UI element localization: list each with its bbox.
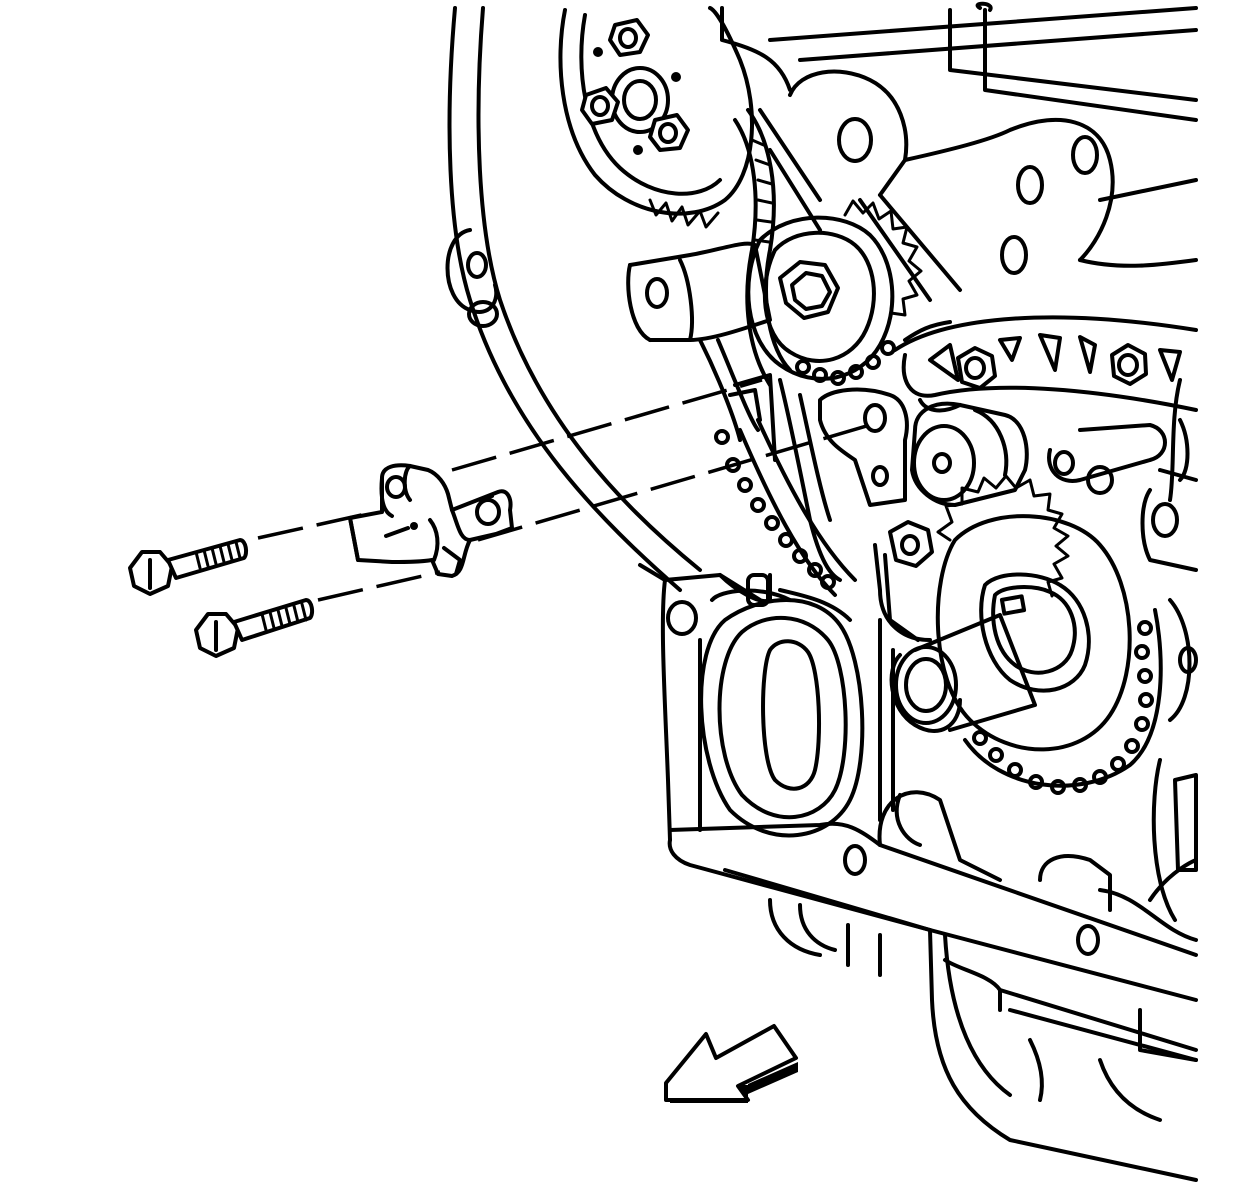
chain-tensioner-shoe bbox=[626, 241, 842, 582]
tensioner-bolt bbox=[194, 598, 315, 658]
view-direction-arrow-icon bbox=[664, 1024, 798, 1103]
timing-chain bbox=[714, 108, 1182, 795]
idler-sprocket bbox=[558, 6, 754, 229]
installation-lines bbox=[257, 378, 871, 602]
camshaft-sprocket bbox=[746, 199, 923, 386]
tensioner-mount-boss bbox=[818, 387, 1029, 507]
chain-tensioner bbox=[348, 463, 514, 578]
tensioner-bolt bbox=[128, 538, 249, 596]
crankshaft-sprocket bbox=[873, 474, 1132, 752]
chain-guide bbox=[893, 315, 1198, 495]
engine-block bbox=[445, 1, 1198, 1182]
